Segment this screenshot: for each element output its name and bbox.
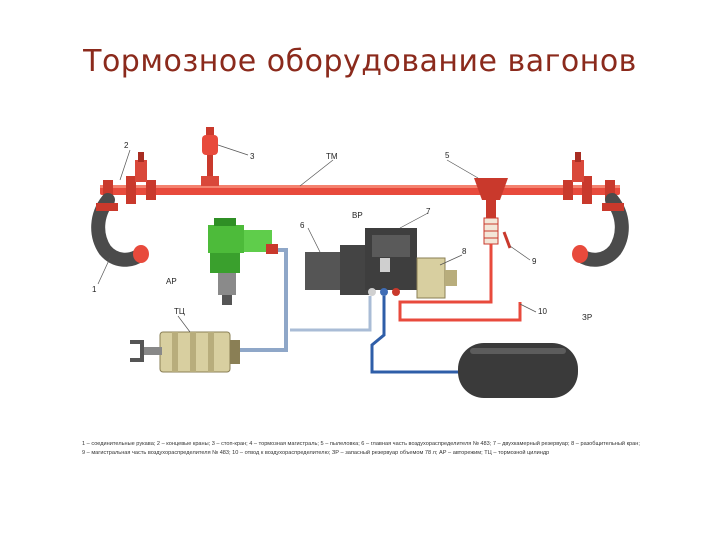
label-5: 5 (445, 151, 450, 160)
label-vr: ВР (352, 211, 363, 220)
label-tm: ТМ (326, 152, 338, 161)
reservoir-pipe (370, 296, 460, 374)
air-distributor (305, 228, 457, 299)
label-7: 7 (426, 207, 431, 216)
brake-cylinder (130, 331, 240, 373)
right-connecting-hose (572, 193, 629, 267)
label-2: 2 (124, 141, 129, 150)
label-ar: АР (166, 277, 177, 286)
brake-pipe (100, 185, 620, 195)
label-1: 1 (92, 285, 97, 294)
label-6: 6 (300, 221, 305, 230)
auxiliary-reservoir (458, 343, 578, 398)
diagram-caption: 1 – соединительные рукава; 2 – концевые … (82, 441, 640, 456)
label-zr: ЗР (582, 313, 592, 322)
label-tc: ТЦ (174, 307, 185, 316)
right-end-cock (563, 152, 615, 204)
label-9: 9 (532, 257, 537, 266)
label-3: 3 (250, 152, 255, 161)
auto-mode-unit (208, 218, 278, 305)
stop-cock (201, 127, 219, 186)
slide-title: Тормозное оборудование вагонов (83, 44, 637, 79)
label-10: 10 (538, 307, 547, 316)
left-end-cock (103, 152, 156, 204)
dust-collector (474, 178, 512, 249)
label-8: 8 (462, 247, 467, 256)
left-connecting-hose (91, 193, 149, 267)
cylinder-pipe (240, 248, 288, 352)
